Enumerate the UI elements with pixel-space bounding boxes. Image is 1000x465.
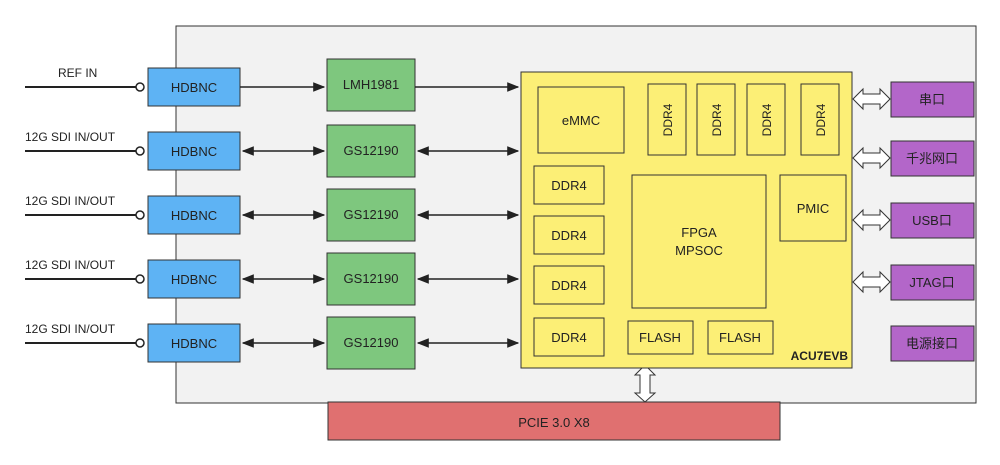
port-ethernet [890, 140, 975, 177]
pmic-label: PMIC [797, 201, 830, 216]
row-0: REF IN HDBNC LMH1981 [25, 58, 520, 112]
hdbnc-label: HDBNC [171, 336, 217, 351]
flash-label-1: FLASH [639, 330, 681, 345]
chip-label: GS12190 [344, 143, 399, 158]
row-3: 12G SDI IN/OUT HDBNC GS12190 [25, 252, 520, 306]
chip-box [326, 188, 416, 242]
ddr-top-3 [746, 83, 786, 156]
pcie-slot [327, 401, 781, 441]
pmic-box [779, 174, 847, 242]
ddr-top-1-label: DDR4 [661, 103, 675, 136]
input-terminal [135, 274, 145, 284]
chip-label: GS12190 [344, 335, 399, 350]
chip-box [326, 124, 416, 178]
port-power [890, 325, 975, 362]
row-1: 12G SDI IN/OUT HDBNC GS12190 [25, 124, 520, 178]
port-link-arrow-3 [852, 208, 891, 232]
ddr-left-4 [533, 317, 605, 357]
chip-box [326, 316, 416, 370]
module-name: ACU7EVB [791, 349, 849, 363]
ddr-top-2-label: DDR4 [710, 103, 724, 136]
hdbnc-box [147, 259, 241, 299]
ddr-left-3 [533, 265, 605, 305]
port-usb-label: USB口 [912, 213, 952, 228]
port-jtag-label: JTAG口 [909, 275, 954, 290]
ddr-top-4 [800, 83, 840, 156]
mpsoc-label: MPSOC [675, 243, 723, 258]
ddr-top-4-label: DDR4 [814, 103, 828, 136]
port-serial-label: 串口 [919, 92, 945, 107]
input-label: 12G SDI IN/OUT [25, 130, 116, 144]
ddr-left-2 [533, 215, 605, 255]
hdbnc-label: HDBNC [171, 272, 217, 287]
ddr-top-3-label: DDR4 [760, 103, 774, 136]
input-terminal [135, 210, 145, 220]
port-jtag [890, 264, 975, 301]
input-label: 12G SDI IN/OUT [25, 322, 116, 336]
port-link-arrow-1 [852, 87, 891, 111]
emmc-label: eMMC [562, 113, 600, 128]
ddr-top-2 [696, 83, 736, 156]
flash-box-2 [707, 320, 774, 355]
hdbnc-label: HDBNC [171, 80, 217, 95]
flash-box-1 [627, 320, 694, 355]
port-ethernet-label: 千兆网口 [906, 151, 958, 166]
ddr-top-1 [647, 83, 687, 156]
hdbnc-label: HDBNC [171, 144, 217, 159]
port-link-arrow-4 [852, 270, 891, 294]
chip-box [326, 252, 416, 306]
input-terminal [135, 146, 145, 156]
chip-box [326, 58, 416, 112]
flash-label-2: FLASH [719, 330, 761, 345]
input-label: 12G SDI IN/OUT [25, 194, 116, 208]
ddr-left-3-label: DDR4 [551, 278, 586, 293]
row-4: 12G SDI IN/OUT HDBNC GS12190 [25, 316, 520, 370]
hdbnc-box [147, 195, 241, 235]
pcie-link-arrow [633, 364, 657, 403]
port-serial [890, 81, 975, 118]
chip-label: LMH1981 [343, 77, 399, 92]
row-2: 12G SDI IN/OUT HDBNC GS12190 [25, 188, 520, 242]
emmc-box [537, 86, 625, 154]
input-terminal [135, 338, 145, 348]
hdbnc-label: HDBNC [171, 208, 217, 223]
pcie-label: PCIE 3.0 X8 [518, 415, 590, 430]
chip-label: GS12190 [344, 207, 399, 222]
ddr-left-2-label: DDR4 [551, 228, 586, 243]
fpga-label: FPGA [681, 225, 717, 240]
input-label: REF IN [58, 66, 97, 80]
input-terminal [135, 82, 145, 92]
hdbnc-box [147, 131, 241, 171]
hdbnc-box [147, 67, 241, 107]
port-link-arrow-2 [852, 146, 891, 170]
port-power-label: 电源接口 [906, 336, 958, 351]
ddr-left-4-label: DDR4 [551, 330, 586, 345]
port-usb [890, 202, 975, 239]
hdbnc-box [147, 323, 241, 363]
ddr-left-1 [533, 165, 605, 205]
input-label: 12G SDI IN/OUT [25, 258, 116, 272]
chip-label: GS12190 [344, 271, 399, 286]
fpga-box [631, 174, 767, 309]
ddr-left-1-label: DDR4 [551, 178, 586, 193]
